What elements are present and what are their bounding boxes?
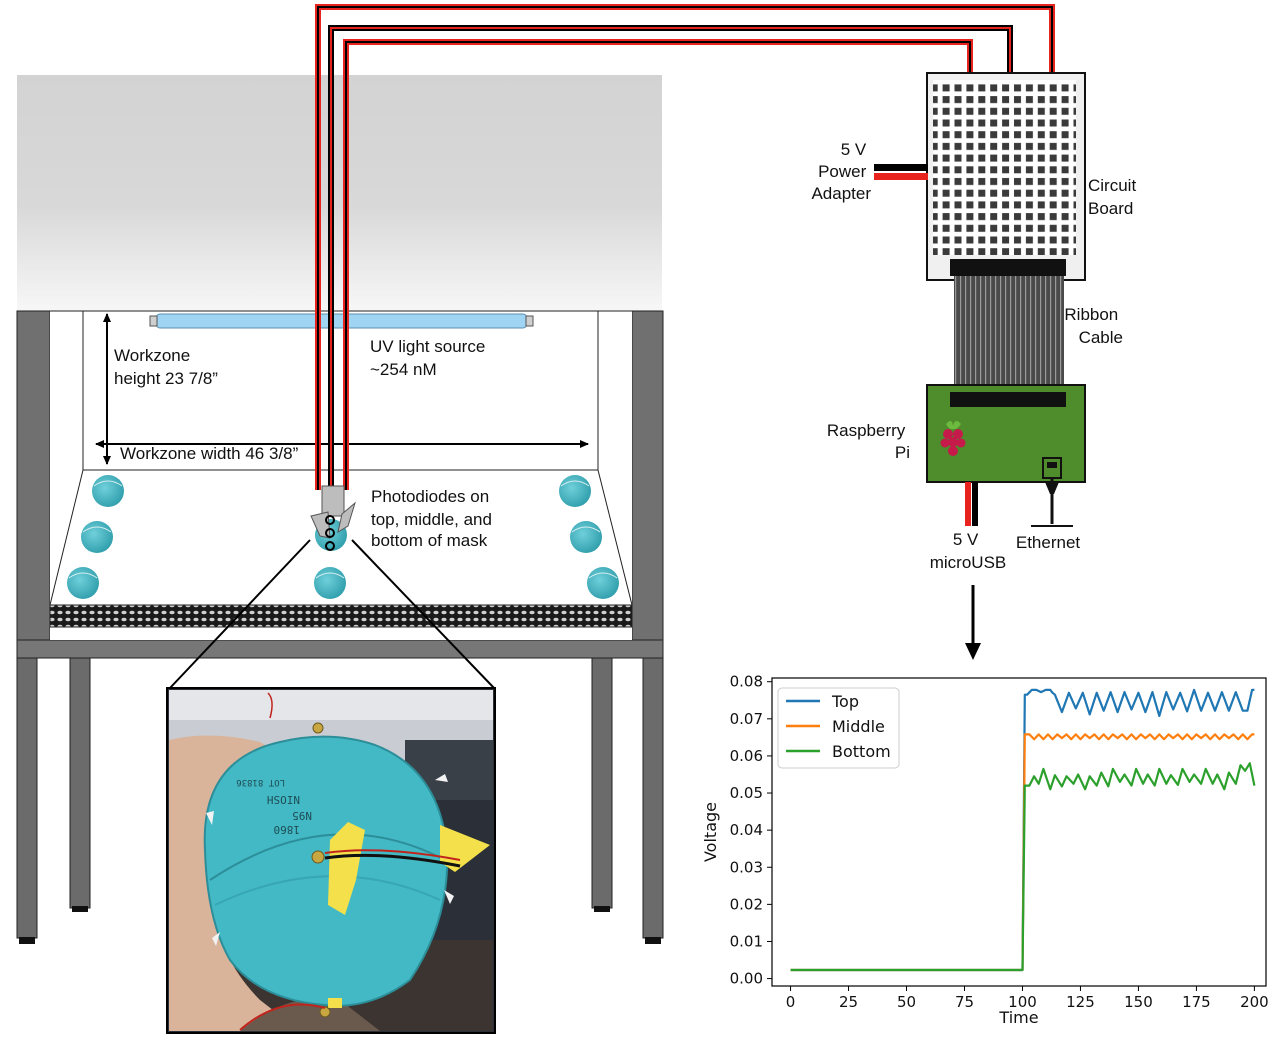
mask-icon: [314, 567, 346, 599]
hood-leg: [16, 639, 38, 939]
ethernet-connector-icon: [1031, 457, 1073, 527]
zoom-line: [169, 539, 311, 689]
legend-label-bottom: Bottom: [832, 742, 891, 761]
mask-icon: [81, 521, 113, 553]
mask-print: NIOSH: [267, 793, 300, 806]
x-tick-label: 50: [897, 993, 916, 1011]
ribbon-cable-label: Ribbon Cable: [1064, 305, 1123, 347]
hood: Workzone height 23 7/8” Workzone width 4…: [16, 75, 664, 944]
sensor-wires: [315, 4, 1055, 490]
hood-leg: [69, 657, 91, 909]
workzone-height-label: Workzone height 23 7/8”: [114, 346, 218, 388]
chart-legend: Top Middle Bottom: [777, 687, 900, 769]
hood-side-wall: [16, 310, 51, 641]
power-wire-red: [874, 173, 928, 180]
y-tick-label: 0.08: [730, 673, 763, 691]
legend-label-top: Top: [831, 692, 859, 711]
hood-table: [16, 639, 664, 659]
mask-icon: [92, 475, 124, 507]
hood-top-panel: [17, 75, 662, 311]
y-tick-label: 0.05: [730, 784, 763, 802]
photodiode-icon: [325, 528, 335, 538]
circuit-board-label: Circuit Board: [1088, 176, 1141, 218]
voltage-chart: 0 25 50 75 100 125 150 175 200 0.00 0.01 0.02 0.03 0.…: [701, 673, 1269, 1027]
raspberry-pi-label: Raspberry Pi: [827, 421, 910, 462]
front-grill: [49, 604, 633, 628]
series-line-bottom: [790, 762, 1256, 972]
mask-icon: [570, 521, 602, 553]
series-line-middle: [790, 733, 1255, 972]
x-tick-label: 125: [1066, 993, 1095, 1011]
microusb-wire-red: [965, 482, 971, 526]
mask-photo: NIOSH N95 1860 LOT 81836: [166, 687, 496, 1034]
ribbon-connector: [950, 259, 1066, 276]
y-tick-label: 0.00: [730, 970, 763, 988]
mask-print: 1860: [274, 823, 301, 836]
y-tick-label: 0.07: [730, 710, 763, 728]
raspberry-pi-board: [926, 384, 1086, 527]
x-tick-label: 75: [955, 993, 974, 1011]
chart-ylabel: Voltage: [701, 802, 720, 862]
chart-xlabel: Time: [998, 1008, 1038, 1027]
down-arrow-icon: [965, 585, 981, 660]
mask-icon: [559, 475, 591, 507]
photodiodes-label: Photodiodes on top, middle, and bottom o…: [371, 487, 497, 550]
uv-source-label: UV light source ~254 nM: [370, 337, 490, 379]
x-tick-label: 200: [1240, 993, 1269, 1011]
y-tick-label: 0.06: [730, 747, 763, 765]
y-tick-label: 0.04: [730, 821, 763, 839]
mask-icon: [587, 567, 619, 599]
uv-lamp: [155, 313, 528, 329]
raspberry-pi-logo-icon: [940, 420, 966, 456]
y-tick-label: 0.03: [730, 858, 763, 876]
mask-print: N95: [292, 809, 312, 822]
mask-icon: [67, 567, 99, 599]
hood-side-wall: [631, 310, 664, 641]
circuit-board: [926, 72, 1086, 281]
photodiode-icon: [325, 515, 335, 525]
legend-label-middle: Middle: [832, 717, 885, 736]
hood-leg: [642, 639, 664, 939]
series-line-top: [790, 688, 1255, 972]
mask-print: LOT 81836: [236, 777, 285, 787]
power-wire-black: [874, 164, 928, 171]
microusb-label: 5 V microUSB: [930, 530, 1007, 572]
microusb-wire-black: [972, 482, 978, 526]
x-tick-label: 175: [1182, 993, 1211, 1011]
power-adapter-label: 5 V Power Adapter: [811, 140, 871, 203]
zoom-line: [351, 539, 495, 689]
x-tick-label: 150: [1124, 993, 1153, 1011]
hood-leg: [591, 657, 613, 909]
workzone-width-label: Workzone width 46 3/8”: [120, 444, 299, 463]
y-tick-label: 0.02: [730, 895, 763, 913]
x-tick-label: 100: [1008, 993, 1037, 1011]
y-tick-label: 0.01: [730, 932, 763, 950]
ribbon-cable: [954, 276, 1064, 392]
photodiode-clip: [310, 485, 356, 551]
photodiode-icon: [325, 541, 335, 551]
x-tick-label: 25: [839, 993, 858, 1011]
ethernet-label: Ethernet: [1016, 533, 1081, 552]
x-tick-label: 0: [786, 993, 796, 1011]
